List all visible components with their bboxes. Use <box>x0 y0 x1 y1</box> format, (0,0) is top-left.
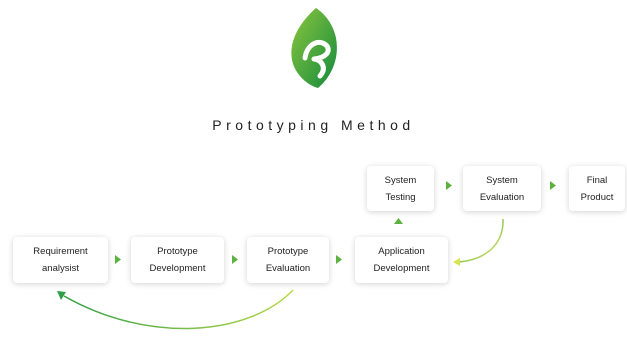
step-label: Final Product <box>580 174 614 203</box>
step-requirement-analysis: Requirement analysist <box>13 237 108 283</box>
step-final-product: Final Product <box>569 166 625 211</box>
step-application-development: Application Development <box>355 237 448 283</box>
arrow-right-icon <box>115 255 121 264</box>
step-label: System Testing <box>384 174 417 203</box>
arrow-right-icon <box>550 181 556 190</box>
step-system-testing: System Testing <box>367 166 434 211</box>
step-system-evaluation: System Evaluation <box>463 166 541 211</box>
arrow-up-icon <box>394 218 403 224</box>
step-prototype-evaluation: Prototype Evaluation <box>247 237 329 283</box>
step-label: Prototype Evaluation <box>265 246 311 274</box>
step-label: Prototype Development <box>149 246 206 274</box>
arrow-left-icon <box>453 258 460 266</box>
diagram-title: Prototyping Method <box>212 117 415 133</box>
step-label: Application Development <box>373 246 430 274</box>
arrow-up-left-icon <box>57 291 66 300</box>
arrow-right-icon <box>232 255 238 264</box>
feedback-arrow-right <box>457 218 504 263</box>
step-label: Requirement analysist <box>33 246 88 274</box>
step-label: System Evaluation <box>479 174 525 203</box>
step-prototype-development: Prototype Development <box>131 237 224 283</box>
feedback-arrow-left <box>63 289 294 330</box>
arrow-right-icon <box>336 255 342 264</box>
arrow-right-icon <box>446 181 452 190</box>
